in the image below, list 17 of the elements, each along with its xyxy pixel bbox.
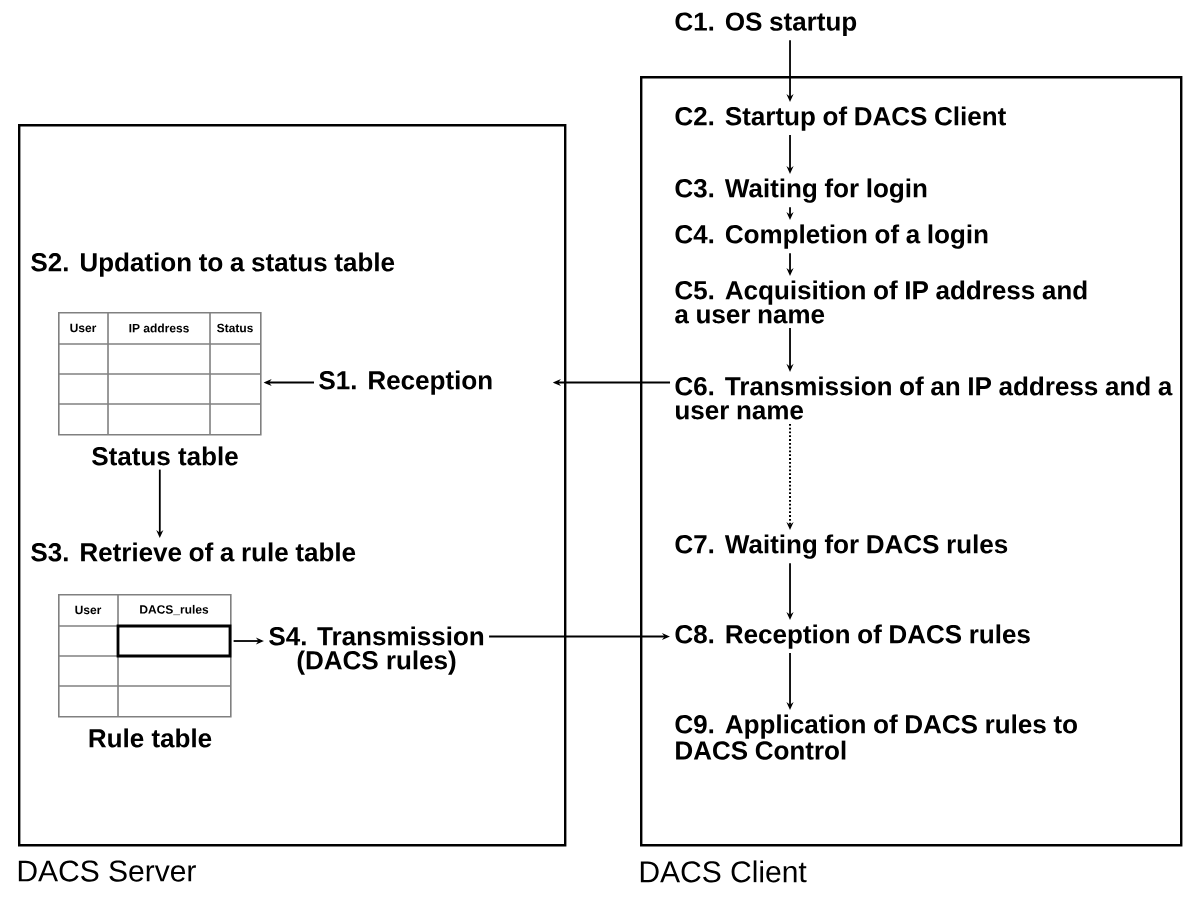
step-label: S1. Reception: [319, 370, 492, 395]
step-label: C6. Transmission of an IP address and a user name: [675, 376, 1173, 420]
step-label: C4. Completion of a login: [675, 224, 988, 249]
step-label: C9. Application of DACS rules to DACS Control: [675, 714, 1077, 760]
panel-title: DACS Client: [640, 860, 807, 883]
panel-title: DACS Server: [18, 860, 196, 882]
table-caption: Rule table: [89, 728, 212, 748]
step-label: S2. Updation to a status table: [31, 252, 395, 277]
step-label: S3. Retrieve of a rule table: [31, 542, 356, 562]
step-label: C1. OS startup: [675, 12, 857, 36]
table-caption: Status table: [92, 446, 238, 466]
step-label: S4. Transmission (DACS rules): [269, 626, 484, 675]
step-label: C3. Waiting for login: [675, 178, 927, 203]
step-label: C5. Acquisition of IP address and a user name: [675, 280, 1087, 324]
step-label: C2. Startup of DACS Client: [675, 106, 1006, 131]
step-label: C8. Reception of DACS rules: [675, 624, 1030, 649]
step-label: C7. Waiting for DACS rules: [675, 534, 1008, 559]
